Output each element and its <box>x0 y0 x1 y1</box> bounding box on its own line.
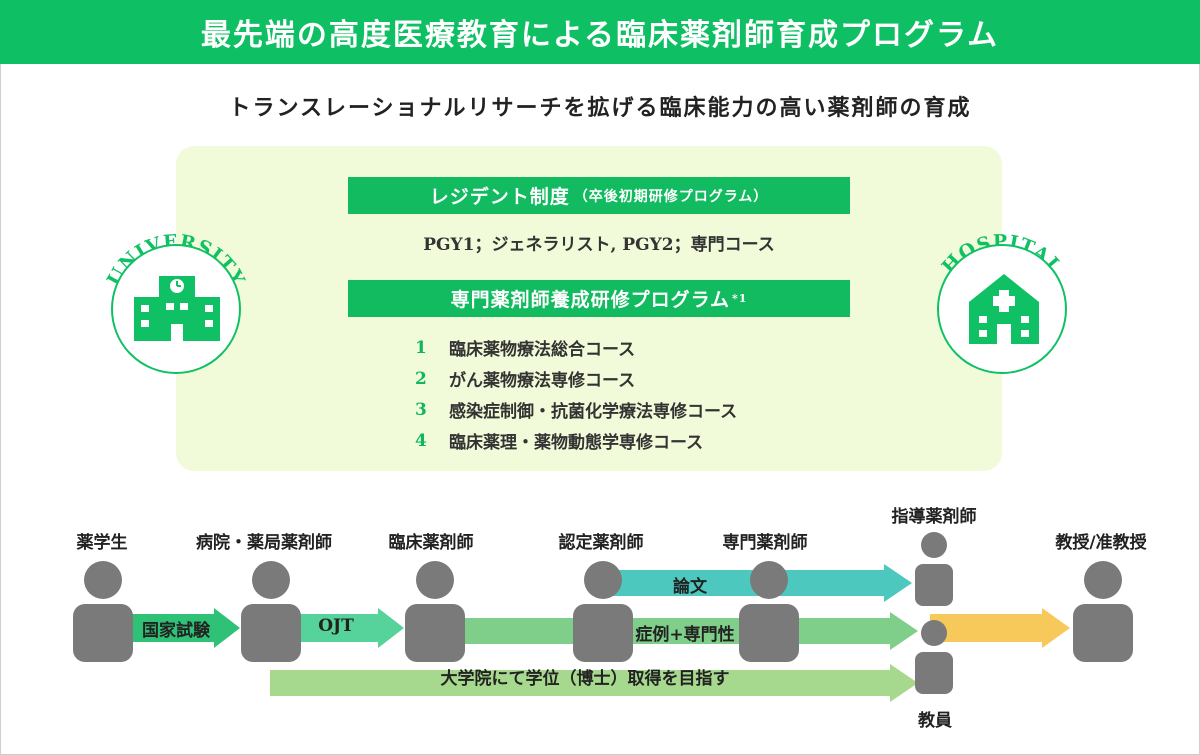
course-name: がん薬物療法専修コース <box>449 371 636 391</box>
list-item: 4 臨床薬理・薬物動態学専修コース <box>415 425 835 456</box>
course-number: 1 <box>415 337 427 358</box>
exam-arrow-label: 国家試験 <box>142 621 210 641</box>
course-list: 1 臨床薬物療法総合コース 2 がん薬物療法専修コース 3 感染症制御・抗菌化学… <box>415 332 835 456</box>
course-name: 臨床薬物療法総合コース <box>449 340 636 360</box>
role-professor-label: 教授/准教授 <box>1055 533 1147 553</box>
professor-person-icon <box>1073 561 1133 662</box>
course-number: 3 <box>415 399 427 420</box>
cases-arrow-label: 症例+専門性 <box>635 625 735 645</box>
resident-label-text: レジデント制度 <box>429 186 570 208</box>
role-instructor-pharmacist-label: 指導薬剤師 <box>891 507 977 527</box>
role-clinical-pharmacist-label: 臨床薬剤師 <box>388 533 474 553</box>
role-student-label: 薬学生 <box>76 533 128 553</box>
page-title: 最先端の高度医療教育による臨床薬剤師育成プログラム <box>200 18 1000 53</box>
phd-arrow-label: 大学院にて学位（博士）取得を目指す <box>440 669 730 689</box>
phd-arrow <box>270 664 918 702</box>
resident-description: PGY1；ジェネラリスト, PGY2；専門コース <box>423 235 775 255</box>
resident-system-label: レジデント制度 （卒後初期研修プログラム） <box>348 177 850 214</box>
list-item: 3 感染症制御・抗菌化学療法専修コース <box>415 394 835 425</box>
certified-pharmacist-person-icon <box>573 561 633 662</box>
title-bar: 最先端の高度医療教育による臨床薬剤師育成プログラム <box>0 0 1200 64</box>
student-person-icon <box>73 561 133 662</box>
ojt-arrow <box>286 608 404 648</box>
specialist-pharmacist-person-icon <box>739 561 799 662</box>
faculty-person-icon <box>915 620 953 694</box>
hospital-pharmacist-person-icon <box>241 561 301 662</box>
hospital-building-icon <box>969 274 1039 344</box>
course-number: 4 <box>415 430 427 451</box>
course-number: 2 <box>415 368 427 389</box>
program-label-text: 専門薬剤師養成研修プログラム <box>450 289 731 311</box>
role-certified-pharmacist-label: 認定薬剤師 <box>558 533 644 553</box>
program-footnote: *1 <box>732 292 748 305</box>
ojt-arrow-label: OJT <box>318 616 354 636</box>
course-name: 感染症制御・抗菌化学療法専修コース <box>449 402 738 422</box>
role-hospital-pharmacist-label: 病院・薬局薬剤師 <box>196 533 332 553</box>
instructor-pharmacist-person-icon <box>915 532 953 606</box>
role-specialist-pharmacist-label: 専門薬剤師 <box>722 533 808 553</box>
university-building-icon <box>134 276 220 341</box>
promotion-arrow <box>930 608 1070 648</box>
exam-arrow <box>118 608 240 648</box>
page-subtitle: トランスレーショナルリサーチを拡げる臨床能力の高い薬剤師の育成 <box>228 95 972 121</box>
resident-label-note: （卒後初期研修プログラム） <box>573 188 769 205</box>
list-item: 2 がん薬物療法専修コース <box>415 363 835 394</box>
list-item: 1 臨床薬物療法総合コース <box>415 332 835 363</box>
thesis-arrow-label: 論文 <box>673 577 707 597</box>
clinical-pharmacist-person-icon <box>405 561 465 662</box>
university-badge <box>111 244 241 374</box>
hospital-badge <box>937 244 1067 374</box>
specialist-program-label: 専門薬剤師養成研修プログラム *1 <box>348 280 850 317</box>
role-faculty-label: 教員 <box>918 711 952 731</box>
course-name: 臨床薬理・薬物動態学専修コース <box>449 433 704 453</box>
